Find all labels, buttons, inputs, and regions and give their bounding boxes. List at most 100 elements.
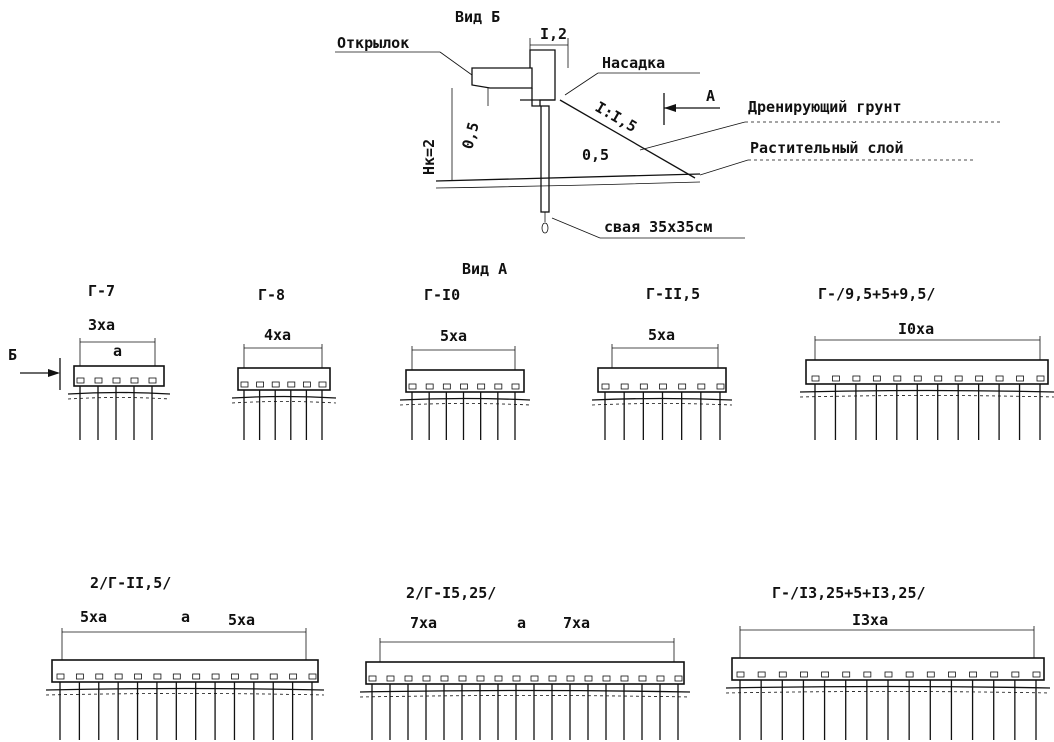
variant-4-name: Г-II,5 [646, 285, 700, 303]
pile-head [548, 675, 557, 682]
pile-head [530, 675, 539, 682]
pile-head [1032, 671, 1041, 678]
pile-head [271, 381, 280, 388]
pile-head [287, 381, 296, 388]
variant-6-mid: а [181, 608, 190, 626]
pile-head [638, 675, 647, 682]
pile-head [172, 673, 181, 680]
dim-right-label: 0,5 [582, 146, 609, 164]
section-arrow-b: Б [8, 346, 61, 390]
cap-label: Насадка [602, 54, 665, 72]
pile-head [408, 383, 417, 390]
variant-6-dim-left: 5ха [80, 608, 107, 626]
pile-head [948, 671, 956, 678]
pile-head [494, 675, 503, 682]
pile-head [94, 377, 103, 384]
pile-head [386, 675, 395, 682]
pile-head [250, 673, 259, 680]
pile-head [153, 673, 162, 680]
pile-head [308, 673, 317, 680]
variant-4-drawing [591, 344, 733, 440]
pile-head [674, 675, 683, 682]
variant-5-drawing [799, 336, 1054, 440]
variant-1-drawing [67, 338, 171, 440]
pile-label: свая 35х35см [604, 218, 712, 236]
variant-8-name: Г-/I3,25+5+I3,25/ [772, 584, 926, 602]
variant-6-drawing [45, 628, 325, 740]
variant-7-drawing [359, 638, 691, 740]
pile-cap [597, 367, 727, 393]
pile-head [832, 375, 840, 382]
pile-cap [51, 659, 319, 683]
pile-cap [73, 365, 165, 387]
pile-head [511, 383, 520, 390]
pile-head [112, 377, 121, 384]
pile-head [893, 375, 902, 382]
pile-head [148, 377, 157, 384]
pile-head [656, 675, 665, 682]
variant-3-dim: 5ха [440, 327, 467, 345]
pile-head [442, 383, 451, 390]
variant-5-name: Г-/9,5+5+9,5/ [818, 285, 935, 303]
slope-line [559, 99, 696, 179]
pile-head [995, 375, 1004, 382]
pile-head [422, 675, 431, 682]
pile-head [905, 671, 914, 678]
pile-head [134, 673, 142, 680]
height-label: Нк=2 [420, 139, 438, 175]
pile-head [620, 383, 629, 390]
pile-head [601, 383, 610, 390]
variant-6-name: 2/Г-II,5/ [90, 574, 171, 592]
pile-head [211, 673, 220, 680]
pile-head [425, 383, 434, 390]
pile-head [512, 675, 521, 682]
variant-2-name: Г-8 [258, 286, 285, 304]
view-a-title: Вид А [462, 260, 507, 278]
drain-label: Дренирующий грунт [748, 98, 902, 116]
view-b-title: Вид Б [455, 8, 500, 26]
wing-label: Открылок [337, 34, 409, 52]
ground-line [67, 391, 171, 395]
variant-5-dim: I0ха [898, 320, 934, 338]
view-b: Вид Б I,2 Открылок Насадка I:I,5 А Дрени… [335, 8, 1000, 239]
variant-8-dim: I3ха [852, 611, 888, 629]
pile-head [778, 671, 787, 678]
pile-head [368, 675, 377, 682]
variant-6-dim-right: 5ха [228, 611, 255, 629]
pile-cap [805, 359, 1049, 385]
pile-head [975, 375, 984, 382]
variant-7-name: 2/Г-I5,25/ [406, 584, 496, 602]
variant-7-mid: а [517, 614, 526, 632]
pile-head [76, 377, 85, 384]
pile-head [872, 375, 881, 382]
pile-head [566, 675, 575, 682]
pile-head [1036, 375, 1045, 382]
dim-top-label: I,2 [540, 25, 567, 43]
pile-head [800, 671, 808, 678]
pile-head [678, 383, 687, 390]
dim-left-label: 0,5 [458, 120, 482, 151]
pile-head [697, 383, 706, 390]
variant-2-dim: 4ха [264, 326, 291, 344]
pile-head [56, 673, 65, 680]
pile-cap [365, 661, 685, 685]
pile-head [256, 381, 265, 388]
wing-wall [471, 67, 533, 89]
ground-line [359, 689, 691, 693]
variant-1-sub: а [113, 342, 122, 360]
pile-head [659, 383, 667, 390]
pile-head [954, 375, 963, 382]
pile-head [114, 673, 123, 680]
pile-head [969, 671, 977, 678]
pile-head [821, 671, 829, 678]
pile-head [736, 671, 745, 678]
pile-head [1016, 375, 1024, 382]
pile-cap [237, 367, 331, 391]
ground-line [799, 389, 1054, 393]
variant-3-drawing [399, 346, 531, 440]
pile-head [934, 375, 943, 382]
variant-1-dim: 3ха [88, 316, 115, 334]
variant-7-dim-right: 7ха [563, 614, 590, 632]
ground-line [399, 397, 531, 401]
